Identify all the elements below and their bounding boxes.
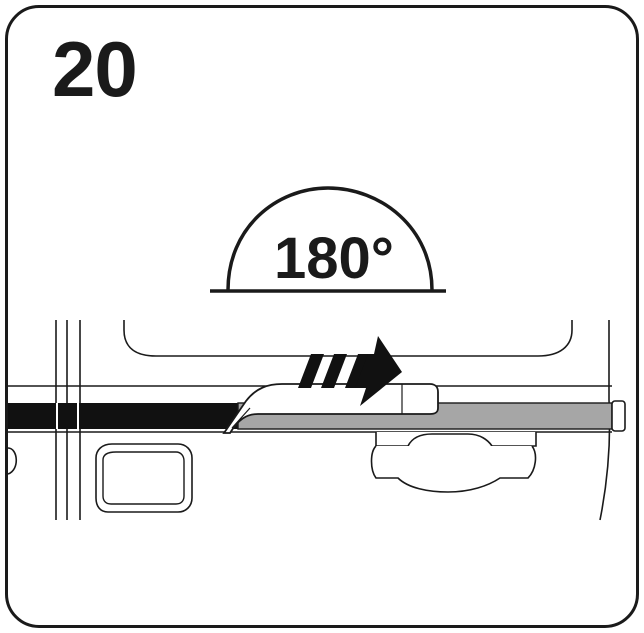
step-number: 20 xyxy=(52,25,138,113)
chassis-drawing xyxy=(8,320,626,521)
sliding-clip xyxy=(222,383,439,434)
left-bracket xyxy=(95,443,193,513)
dark-rail xyxy=(8,403,266,429)
angle-label: 180° xyxy=(274,226,394,291)
rail-end-cap xyxy=(611,400,626,432)
slide-right-arrow-icon xyxy=(298,336,402,406)
instruction-panel: 20 xyxy=(5,5,639,628)
right-bracket xyxy=(375,432,537,447)
angle-indicator: 180° xyxy=(210,186,446,293)
half-circle-arc xyxy=(226,186,434,291)
